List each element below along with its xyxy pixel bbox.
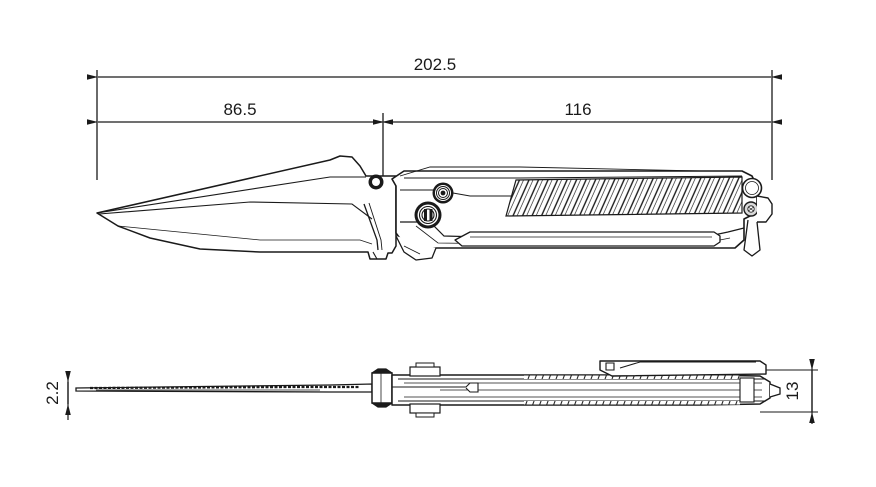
dimension-label-height: 13	[783, 382, 802, 401]
flipper-tab-line	[403, 245, 421, 255]
scale-screw-top	[409, 362, 441, 377]
pocket-clip	[454, 231, 721, 247]
side-view	[96, 155, 773, 261]
top-view: 2.2 13	[43, 359, 818, 424]
dimension-label-thickness: 2.2	[43, 381, 62, 405]
thumb-stud-screw	[432, 182, 454, 204]
handle-butt-tail	[756, 195, 773, 223]
blade-top-edge-line	[89, 385, 360, 390]
lanyard-hole	[741, 177, 763, 199]
dimension-label-blade: 86.5	[223, 100, 256, 119]
handle-top-view	[391, 374, 771, 406]
blade-outline	[96, 155, 397, 260]
dimension-label-handle: 116	[564, 100, 591, 119]
pocket-clip-top-view	[599, 360, 767, 377]
handle-butt-top-view	[739, 377, 781, 403]
handle-spine-detail	[399, 166, 701, 177]
lock-bar-detail	[392, 382, 479, 393]
dimension-thickness: 2.2	[43, 371, 71, 420]
dimension-block: 202.5 86.5 116	[87, 55, 782, 196]
handle-top-chamfer	[404, 175, 743, 179]
sharpening-choil	[372, 251, 378, 260]
blade-grind-line-main	[98, 201, 373, 220]
blade-grind-line-upper	[96, 176, 366, 214]
pivot-screw	[414, 201, 442, 229]
flipper-tab	[395, 235, 437, 261]
grip-groove-pattern	[505, 176, 743, 217]
scale-screw-bottom	[409, 403, 441, 418]
dimension-label-overall: 202.5	[414, 55, 457, 74]
grip-groove-top-edge	[524, 375, 740, 379]
stop-pin	[368, 174, 384, 190]
blade-edge-bevel	[117, 225, 373, 245]
butt-screw	[743, 201, 759, 217]
blade-plunge-line-secondary	[368, 202, 383, 251]
dimension-overall: 202.5	[87, 55, 782, 80]
dimension-handle: 116	[373, 100, 782, 125]
grip-groove-bottom-edge	[524, 401, 740, 405]
blade-plunge-line	[363, 203, 379, 251]
dimension-height: 13	[783, 359, 815, 424]
dimension-blade: 86.5	[87, 100, 393, 125]
clip-mount-tail	[743, 219, 761, 257]
pivot-boss-top-view	[371, 368, 393, 408]
